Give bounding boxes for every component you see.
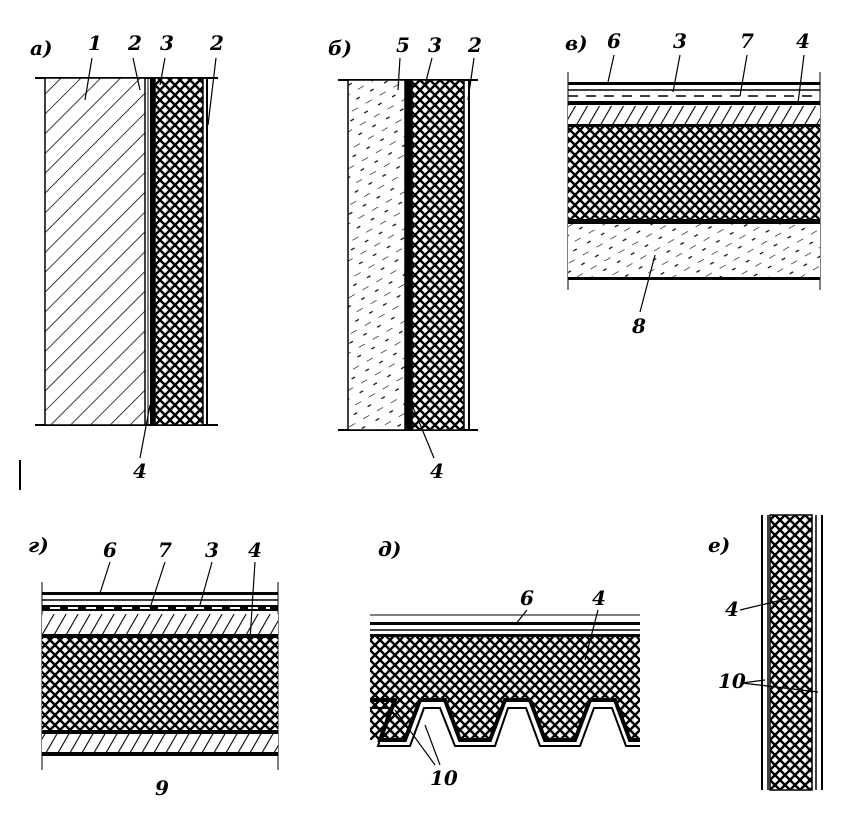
label-4: 4	[133, 459, 147, 483]
label-7: 7	[158, 538, 172, 562]
label-6: 6	[520, 586, 534, 610]
label-4: 4	[248, 538, 262, 562]
label-3: 3	[205, 538, 219, 562]
label-8: 8	[631, 314, 646, 338]
label-3: 3	[160, 31, 174, 55]
panel-a-letter: а)	[30, 36, 52, 60]
label-6: 6	[607, 29, 621, 53]
label-10: 10	[718, 669, 746, 693]
panel-e-letter: е)	[708, 533, 730, 557]
label-9: 9	[155, 776, 169, 800]
label-6: 6	[103, 538, 117, 562]
label-4: 4	[725, 597, 739, 621]
label-3: 3	[428, 33, 442, 57]
label-5: 5	[396, 33, 410, 57]
panel-e-sandwich-panel-section: е) 4 10	[708, 514, 823, 791]
panel-g-letter: г)	[28, 533, 49, 557]
panel-a-wall-section: а) 1 2 3 2 4	[19, 31, 224, 490]
panel-d-profiled-deck-section: д) 6 4 10	[370, 537, 640, 790]
panel-b-wall-section: б) 5 3 2 4	[328, 33, 482, 483]
label-4: 4	[592, 586, 606, 610]
label-3: 3	[673, 29, 687, 53]
panel-d-letter: д)	[378, 537, 401, 561]
label-2b: 2	[209, 31, 224, 55]
label-2: 2	[467, 33, 482, 57]
panel-v-letter: в)	[565, 31, 588, 55]
label-4: 4	[796, 29, 810, 53]
label-4: 4	[430, 459, 444, 483]
panel-g-roof-section: г) 6 7 3 4 9	[28, 533, 279, 800]
label-2: 2	[127, 31, 142, 55]
label-10: 10	[430, 766, 458, 790]
label-7: 7	[740, 29, 754, 53]
panel-b-letter: б)	[328, 36, 352, 60]
label-1: 1	[88, 31, 102, 55]
panel-v-roof-section: в) 6 3 7 4 8	[565, 29, 821, 338]
